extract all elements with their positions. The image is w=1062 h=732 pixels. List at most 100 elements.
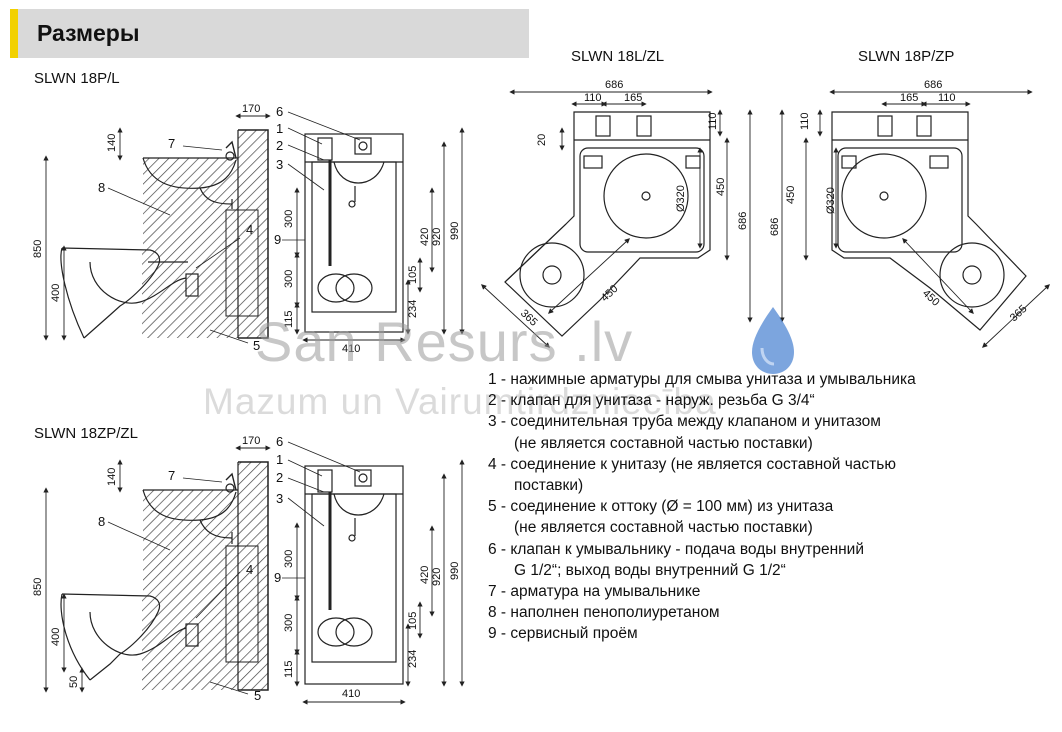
dim-320-18p: Ø320 [825,187,837,214]
legend-item-3-cont: (не является составной частью поставки) [514,434,813,452]
section-header: Размеры [10,9,529,58]
dim-115-top: 115 [283,310,295,328]
legend-item-6-cont: G 1/2“; выход воды внутренний G 1/2“ [514,561,786,579]
callouts-front-bottom [282,441,361,579]
callout-5-bottom: 5 [254,688,261,703]
dim-410-top: 410 [342,343,360,355]
model-label-top-right: SLWN 18P/ZP [858,48,955,65]
legend-item-9: 9 - сервисный проём [488,623,1058,644]
dim-450-18l-d: 450 [599,283,621,304]
callout-3-top: 3 [276,157,283,172]
legend-item-5-text: 5 - соединение к оттоку (Ø = 100 мм) из … [488,498,834,516]
dim-450-18p-d: 450 [920,287,942,308]
legend-item-7: 7 - арматура на умывальнике [488,581,1058,602]
dim-105-top: 105 [407,266,419,284]
callout-7-top: 7 [168,136,175,151]
model-label-top-mid: SLWN 18L/ZL [571,48,665,65]
callout-3-bottom: 3 [276,491,283,506]
watermark-main: San Resurs .lv [255,310,634,373]
front-view-top [304,133,404,333]
dim-686-18l-v: 686 [737,212,749,230]
legend-item-8-text: 8 - наполнен пенополиуретаном [488,604,720,622]
front-view-bottom [304,465,404,685]
dim-850-bottom: 850 [32,578,44,596]
callout-6-bottom: 6 [276,434,283,449]
water-drop-icon [752,307,794,374]
legend-item-8: 8 - наполнен пенополиуретаном [488,602,1058,623]
dim-110-18l: 110 [584,92,602,104]
callout-8-bottom: 8 [98,514,105,529]
dim-300a-top: 300 [283,210,295,228]
callouts-side-bottom [107,477,249,695]
dim-140-top: 140 [106,134,118,152]
callouts-front-top [282,111,361,241]
dim-850-top: 850 [32,240,44,258]
legend-item-6-text: 6 - клапан к умывальнику - подача воды в… [488,540,865,558]
front-view-top-dims [294,127,465,343]
dim-300b-bottom: 300 [283,614,295,632]
legend-item-2-text: 2 - клапан для унитаза - наруж. резьба G… [488,392,815,410]
callout-4-top: 4 [246,222,253,237]
dim-165-18l: 165 [624,92,642,104]
legend-item-4: 4 - соединение к унитазу (не является со… [488,454,1058,496]
dim-990-bottom: 990 [449,562,461,580]
side-view-bottom-dims [43,445,271,693]
side-view-top-dims [43,113,271,341]
watermark-sub: Mazum un Vairumtirdzniecība [203,381,717,422]
legend-item-4-text: 4 - соединение к унитазу (не является со… [488,455,896,473]
dim-450-18l-v: 450 [715,178,727,196]
dim-110-18p: 110 [938,92,956,104]
dim-110-18p-v: 110 [799,112,811,130]
legend-item-6: 6 - клапан к умывальнику - подача воды в… [488,539,1058,581]
side-view-bottom [60,461,269,691]
legend-item-4-cont: поставки) [514,477,584,495]
model-label-top-left: SLWN 18P/L [34,70,120,87]
dim-234-top: 234 [407,300,419,318]
dim-686-18p-h: 686 [924,79,942,91]
callout-2-bottom: 2 [276,470,283,485]
dim-115-bottom: 115 [283,660,295,678]
dim-105-bottom: 105 [407,612,419,630]
dim-300b-top: 300 [283,270,295,288]
dim-686-18l-h: 686 [605,79,623,91]
legend-item-3-text: 3 - соединительная труба между клапаном … [488,413,881,431]
dim-320-18l: Ø320 [675,185,687,212]
dim-170-bottom: 170 [242,435,260,447]
model-label-bottom-left: SLWN 18ZP/ZL [34,425,138,442]
section-title: Размеры [37,20,140,46]
dim-400-top: 400 [50,284,62,302]
dim-400-bottom: 400 [50,628,62,646]
side-view-top [60,129,269,339]
legend-item-7-text: 7 - арматура на умывальнике [488,583,701,601]
dim-920-top: 920 [431,228,443,246]
dim-165-18p: 165 [900,92,918,104]
plan-view-18p-dims [779,89,1050,348]
dim-990-top: 990 [449,222,461,240]
callout-4-bottom: 4 [246,562,253,577]
dim-300a-bottom: 300 [283,550,295,568]
dim-234-bottom: 234 [407,650,419,668]
callout-2-top: 2 [276,138,283,153]
callout-8-top: 8 [98,180,105,195]
legend-item-2: 2 - клапан для унитаза - наруж. резьба G… [488,390,1058,411]
legend-list: 1 - нажимные арматуры для смыва унитаза … [488,369,1058,645]
dim-170-top: 170 [242,103,260,115]
legend-item-1: 1 - нажимные арматуры для смыва унитаза … [488,369,1058,390]
callout-6-top: 6 [276,104,283,119]
dim-140-bottom: 140 [106,468,118,486]
legend-item-5: 5 - соединение к оттоку (Ø = 100 мм) из … [488,496,1058,538]
dim-410-bottom: 410 [342,688,360,700]
callout-9-bottom: 9 [274,570,281,585]
plan-view-18l-dims [481,89,753,348]
dim-50-bottom: 50 [68,676,80,688]
dim-450-18p-v: 450 [785,186,797,204]
dim-920-bottom: 920 [431,568,443,586]
dim-20-18l: 20 [536,134,548,146]
legend-item-9-text: 9 - сервисный проём [488,625,638,643]
header-accent-bar [10,9,18,58]
callout-7-bottom: 7 [168,468,175,483]
legend-item-5-cont: (не является составной частью поставки) [514,519,813,537]
front-view-bottom-dims [294,459,465,705]
dim-420-top: 420 [419,228,431,246]
